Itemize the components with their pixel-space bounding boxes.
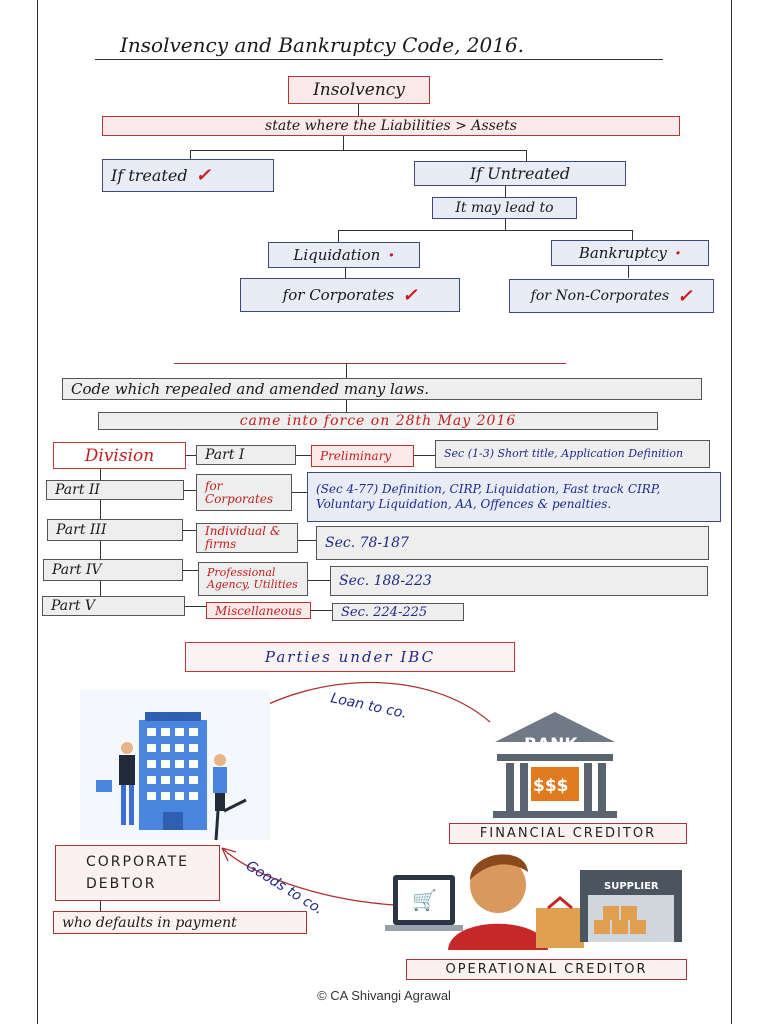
connector bbox=[338, 230, 632, 231]
footer-credit: © CA Shivangi Agrawal bbox=[317, 988, 451, 1003]
connector bbox=[505, 186, 506, 197]
part-4-topic: Professional Agency, Utilities bbox=[198, 562, 308, 596]
connector bbox=[186, 455, 196, 456]
company-building-icon: COMPANY bbox=[80, 690, 270, 841]
part-3-label: Part III bbox=[47, 519, 183, 541]
may-lead-box: It may lead to bbox=[432, 197, 577, 219]
connector bbox=[414, 455, 435, 456]
dot-mark: · bbox=[388, 244, 395, 266]
connector bbox=[100, 901, 101, 911]
part-4-label: Part IV bbox=[43, 559, 183, 581]
supplier-sign: SUPPLIER bbox=[604, 881, 659, 892]
if-treated-text: If treated bbox=[111, 166, 188, 185]
connector bbox=[632, 230, 633, 240]
section-divider bbox=[174, 363, 566, 364]
cart-icon: 🛒 bbox=[412, 888, 437, 912]
liquidation-for-box: for Corporates ✓ bbox=[240, 278, 460, 312]
bank-sign: BANK bbox=[524, 735, 578, 755]
if-treated-box: If treated ✓ bbox=[102, 159, 274, 192]
left-margin-line bbox=[37, 0, 38, 1024]
connector bbox=[628, 266, 629, 278]
connector bbox=[190, 150, 526, 151]
operational-scene-icon: 🛒 SUPPLIER bbox=[385, 854, 682, 950]
operational-creditor-box: OPERATIONAL CREDITOR bbox=[406, 959, 687, 980]
connector bbox=[190, 150, 191, 159]
part-5-label: Part V bbox=[42, 596, 185, 616]
insolvency-definition: state where the Liabilities > Assets bbox=[102, 116, 680, 136]
connector bbox=[358, 104, 359, 116]
goods-label: Goods to co. bbox=[243, 858, 326, 918]
connector bbox=[308, 580, 330, 581]
connector bbox=[345, 268, 346, 278]
part-3-sections: Sec. 78-187 bbox=[316, 526, 709, 560]
part-5-topic: Miscellaneous bbox=[206, 602, 311, 619]
liquidation-box: Liquidation · bbox=[268, 242, 420, 268]
company-sign: COMPANY bbox=[152, 711, 192, 719]
liquidation-for-text: for Corporates bbox=[282, 286, 395, 304]
connector bbox=[526, 150, 527, 161]
corporate-debtor-text: CORPORATE DEBTOR bbox=[86, 854, 190, 892]
bankruptcy-for-box: for Non-Corporates ✓ bbox=[509, 279, 714, 313]
bank-money: $$$ bbox=[533, 776, 569, 796]
check-icon: ✓ bbox=[677, 285, 693, 307]
part-4-sections: Sec. 188-223 bbox=[330, 566, 708, 596]
part-1-topic: Preliminary bbox=[311, 445, 414, 467]
check-icon: ✓ bbox=[402, 284, 418, 306]
part-3-topic: Individual & firms bbox=[196, 523, 298, 553]
division-label: Division bbox=[53, 442, 186, 469]
arrow-head-icon bbox=[221, 847, 237, 862]
connector bbox=[184, 490, 196, 491]
financial-creditor-box: FINANCIAL CREDITOR bbox=[449, 823, 687, 844]
part-2-sections: (Sec 4-77) Definition, CIRP, Liquidation… bbox=[307, 472, 721, 522]
part-2-label: Part II bbox=[46, 480, 184, 500]
connector bbox=[505, 219, 506, 230]
connector bbox=[346, 400, 347, 412]
title-underline bbox=[95, 59, 663, 60]
connector bbox=[183, 570, 198, 571]
connector bbox=[183, 530, 196, 531]
code-description: Code which repealed and amended many law… bbox=[62, 378, 702, 400]
part-2-topic: for Corporates bbox=[196, 474, 292, 511]
if-untreated-box: If Untreated bbox=[414, 161, 626, 186]
liquidation-text: Liquidation bbox=[293, 246, 381, 264]
bank-building-icon: BANK $$$ bbox=[493, 712, 617, 818]
connector bbox=[311, 610, 332, 611]
dot-mark: · bbox=[674, 242, 682, 264]
check-icon: ✓ bbox=[195, 165, 211, 186]
parties-heading: Parties under IBC bbox=[185, 642, 515, 672]
connector bbox=[298, 540, 316, 541]
bankruptcy-box: Bankruptcy · bbox=[551, 240, 709, 266]
loan-label: Loan to co. bbox=[329, 690, 408, 722]
connector bbox=[296, 455, 311, 456]
part-5-sections: Sec. 224-225 bbox=[332, 603, 464, 621]
came-into-force: came into force on 28th May 2016 bbox=[98, 412, 658, 430]
connector bbox=[343, 136, 344, 150]
loan-arrow bbox=[241, 681, 491, 723]
bankruptcy-text: Bankruptcy bbox=[578, 244, 667, 262]
page-title: Insolvency and Bankruptcy Code, 2016. bbox=[120, 33, 525, 57]
part-1-label: Part I bbox=[196, 445, 296, 465]
connector bbox=[346, 363, 347, 378]
insolvency-heading: Insolvency bbox=[288, 76, 430, 104]
bankruptcy-for-text: for Non-Corporates bbox=[530, 288, 670, 304]
connector bbox=[292, 492, 307, 493]
part-1-sections: Sec (1-3) Short title, Application Defin… bbox=[435, 440, 710, 468]
connector bbox=[185, 606, 206, 607]
corporate-debtor-box: CORPORATE DEBTOR bbox=[55, 845, 220, 901]
debtor-note-box: who defaults in payment bbox=[53, 911, 307, 934]
arrow-head-icon bbox=[241, 707, 257, 723]
right-margin-line bbox=[731, 0, 732, 1024]
goods-arrow bbox=[221, 847, 396, 906]
connector bbox=[338, 230, 339, 242]
definition-text: state where the Liabilities > Assets bbox=[265, 118, 517, 134]
